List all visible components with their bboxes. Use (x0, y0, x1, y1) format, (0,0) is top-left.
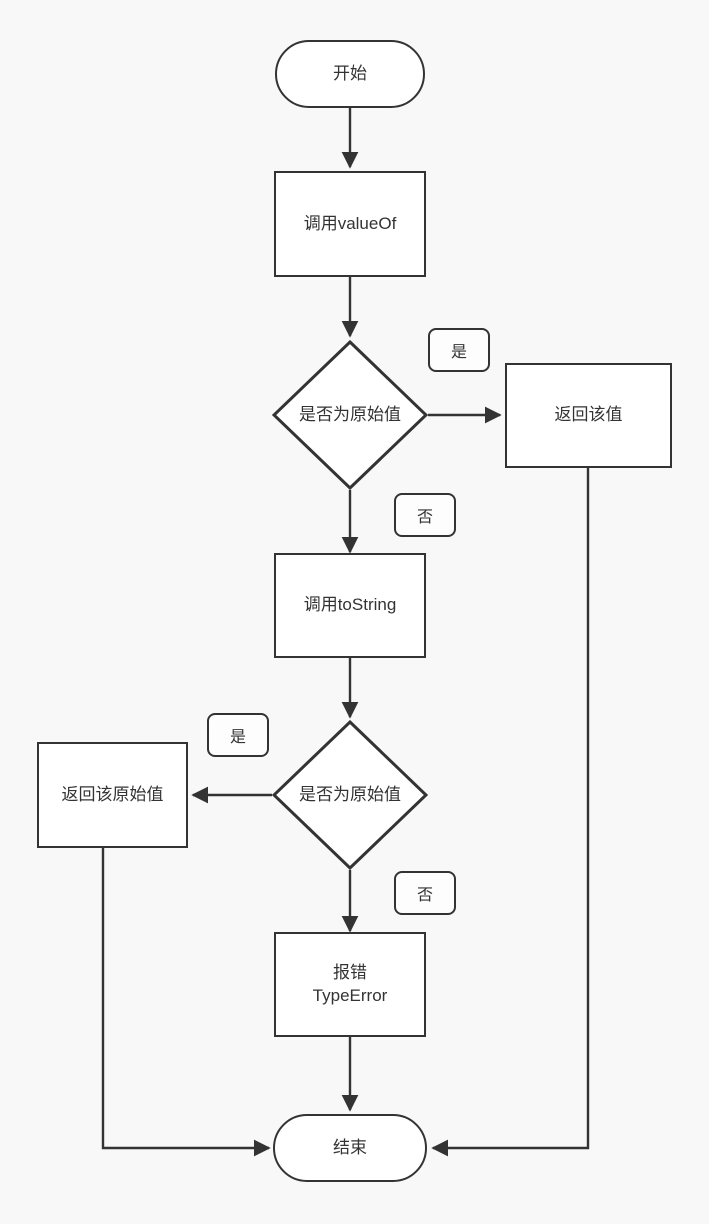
node-call-tostring[interactable]: 调用toString (274, 553, 426, 658)
edge-label-no-1: 否 (394, 493, 456, 537)
node-throw-typeerror[interactable]: 报错 TypeError (274, 932, 426, 1037)
edge-label-yes-2-text: 是 (229, 729, 246, 746)
node-throw-typeerror-label-line2: TypeError (312, 985, 388, 1005)
edge-label-no-2: 否 (394, 871, 456, 915)
node-return-value[interactable]: 返回该值 (505, 363, 672, 468)
node-throw-typeerror-label-line1: 报错 (333, 962, 367, 982)
edge-label-yes-1: 是 (428, 328, 490, 372)
diamond-shape-icon (272, 340, 428, 490)
node-call-tostring-label: 调用toString (303, 595, 397, 615)
edge-label-no-1-text: 否 (416, 509, 433, 526)
node-end-label: 结束 (333, 1137, 367, 1157)
node-start-label: 开始 (333, 63, 367, 83)
node-call-valueof-label: 调用valueOf (303, 213, 397, 233)
edge-label-yes-1-text: 是 (450, 344, 467, 361)
edge-return-primitive-to-end (101, 848, 271, 1157)
node-return-value-label: 返回该值 (554, 405, 623, 425)
node-call-valueof[interactable]: 调用valueOf (274, 171, 426, 277)
node-return-primitive-value[interactable]: 返回该原始值 (37, 742, 188, 848)
node-end[interactable]: 结束 (273, 1114, 427, 1182)
node-return-primitive-value-label: 返回该原始值 (61, 784, 164, 804)
edge-label-no-2-text: 否 (416, 887, 433, 904)
node-start[interactable]: 开始 (275, 40, 425, 108)
node-decision-is-primitive-2-label: 是否为原始值 (299, 784, 401, 804)
edge-label-yes-2: 是 (207, 713, 269, 757)
node-decision-is-primitive-1-label: 是否为原始值 (299, 404, 401, 424)
node-decision-is-primitive-1[interactable]: 是否为原始值 (272, 340, 428, 490)
diamond-shape-icon (272, 720, 428, 870)
edge-return-value-to-end (431, 468, 590, 1157)
node-decision-is-primitive-2[interactable]: 是否为原始值 (272, 720, 428, 870)
